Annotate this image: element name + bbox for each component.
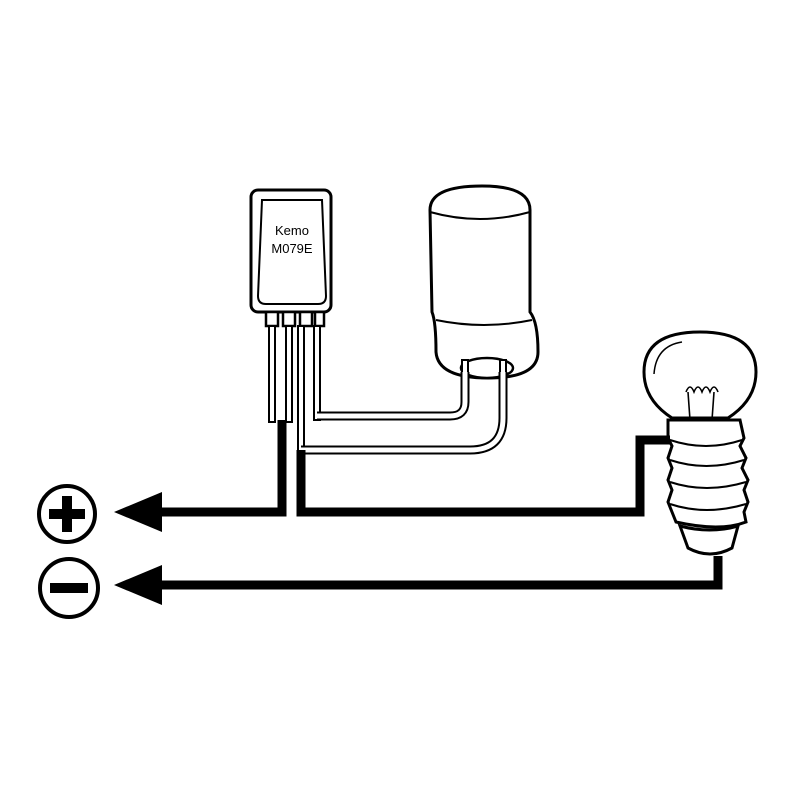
bulb-screw-base [666, 418, 750, 529]
bulb-glass [642, 330, 758, 420]
pin-shoulder-2 [281, 310, 297, 328]
module-brand-label: Kemo [275, 223, 309, 238]
pin-leg-1 [268, 325, 276, 423]
module-model-label: M079E [271, 241, 313, 256]
module-face [256, 199, 328, 305]
capacitor-groove [435, 319, 533, 326]
bulb-contact-tip [677, 523, 741, 556]
pin-leg-3 [297, 325, 305, 453]
plus-icon [37, 484, 97, 544]
positive-arrowhead [114, 492, 162, 532]
capacitor-top-rim [429, 211, 531, 220]
negative-wire [156, 556, 723, 590]
pin-shoulder-1 [264, 310, 280, 328]
positive-wire [156, 420, 287, 517]
capacitor-lead-left [317, 372, 470, 421]
pin-shoulder-3 [298, 310, 314, 328]
capacitor-icon [428, 184, 540, 380]
pin-shoulder-4 [313, 310, 326, 328]
capacitor-leads [301, 372, 508, 455]
bulb-filament [685, 386, 719, 421]
pin-leg-2 [285, 325, 293, 423]
supply-wires [114, 420, 723, 605]
capacitor-lead-right [301, 372, 508, 455]
negative-arrowhead [114, 565, 162, 605]
light-bulb-icon [642, 330, 758, 556]
capacitor-lead-left-stub [461, 359, 469, 375]
minus-icon [38, 557, 100, 619]
capacitor-body [428, 184, 540, 380]
lamp-feed-wire [296, 435, 670, 517]
kemo-module: Kemo M079E [249, 188, 333, 453]
pin-leg-4 [313, 325, 321, 421]
capacitor-lead-right-stub [499, 359, 507, 375]
